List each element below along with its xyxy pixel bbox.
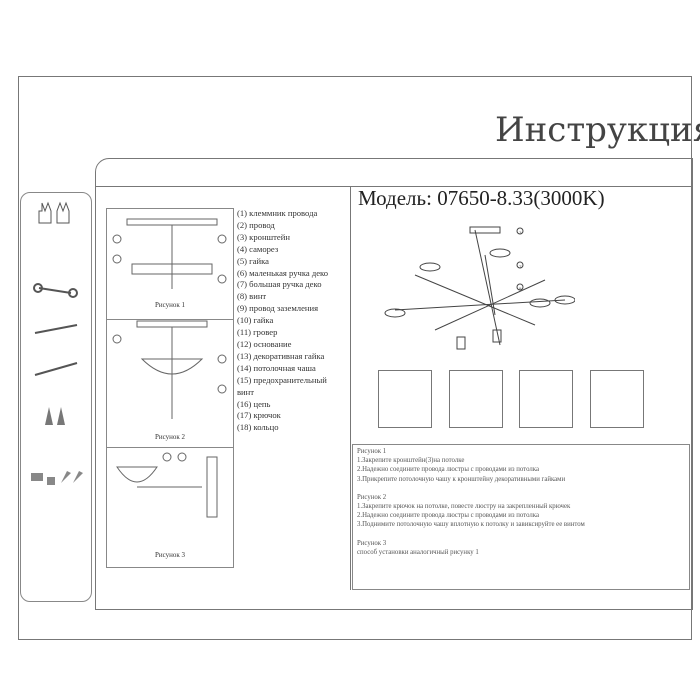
wrench-icon [33, 283, 78, 298]
figure-3-label: Рисунок 3 [154, 551, 186, 559]
instructions-box: Рисунок 1 1.Закрепите кронштейн(3)на пот… [352, 444, 690, 590]
instruction-step: 3.Поднимите потолочную чашу вплотную к п… [357, 521, 585, 529]
page-title: Инструкция [495, 110, 700, 150]
parts-list: (1) клеммник провода (2) провод (3) крон… [237, 208, 328, 434]
instruction-step: 1.Закрепите кронштейн(3)на потолке [357, 457, 465, 465]
divider [95, 186, 691, 187]
instruction-heading: Рисунок 1 [357, 448, 387, 455]
figure-3: Рисунок 3 [107, 447, 233, 567]
thumbnail-4 [590, 370, 644, 428]
part-item: (4) саморез [237, 243, 279, 254]
column-divider [350, 186, 351, 590]
figure-2: Рисунок 2 [107, 319, 233, 448]
figure-1-label: Рисунок 1 [154, 301, 186, 309]
figures-panel: Рисунок 1 Рисунок 2 Рисунок 3 [106, 208, 234, 568]
part-item: (1) клеммник провода [237, 208, 318, 218]
part-item: (15) предохранительный [237, 374, 327, 385]
figure-2-diagram [112, 320, 227, 419]
tools-illustrations [31, 201, 83, 485]
part-item: (6) маленькая ручка деко [237, 267, 329, 278]
thumbnail-3 [519, 370, 573, 428]
part-item: (8) винт [237, 291, 267, 302]
instruction-step: 2.Надежно соедините провода люстры с про… [357, 466, 539, 474]
page-border [18, 76, 692, 640]
part-item: (14) потолочная чаша [237, 362, 316, 373]
part-item: (12) основание [237, 338, 292, 349]
content-panel [95, 158, 693, 610]
thumbnail-1 [378, 370, 432, 428]
part-item: (16) цепь [237, 398, 271, 409]
callout-8: 8 [519, 286, 522, 291]
part-item: (3) кронштейн [237, 231, 290, 242]
part-item: (18) кольцо [237, 422, 279, 433]
instruction-heading: Рисунок 3 [357, 539, 387, 547]
terminal-parts-icon [31, 471, 83, 485]
gloves-icon [38, 201, 70, 224]
part-item: (5) гайка [237, 255, 269, 266]
instruction-step: 1.Закрепите крючок на потолке, повесте л… [357, 503, 571, 511]
figure-2-label: Рисунок 2 [154, 433, 186, 441]
model-title: Модель: 07650-8.33(3000K) [358, 186, 605, 210]
part-item: (17) крючок [237, 410, 281, 421]
instruction-heading: Рисунок 2 [357, 493, 387, 501]
part-item: (2) провод [237, 219, 275, 230]
instruction-step: способ установки аналогичный рисунку 1 [357, 548, 479, 556]
callout-7: 7 [519, 264, 522, 269]
part-item: (9) провод заземления [237, 303, 319, 314]
instruction-step: 2.Надежно соедините провода люстры с про… [357, 512, 539, 520]
tester-screwdriver-icon [34, 362, 78, 376]
figure-1-diagram [112, 218, 227, 289]
instruction-step: 3.Прикрепите потолочную чашу к кронштейн… [357, 475, 566, 483]
chandelier-drawing: 3 7 8 [384, 226, 575, 350]
part-item: винт [237, 386, 255, 397]
thumbnail-2 [449, 370, 503, 428]
tools-column [20, 192, 92, 602]
part-item: (10) гайка [237, 315, 274, 326]
figure-1: Рисунок 1 [107, 209, 233, 320]
part-item: (13) декоративная гайка [237, 350, 325, 361]
figure-3-diagram [116, 452, 218, 518]
part-item: (7) большая ручка деко [237, 279, 322, 290]
screwdriver-icon [34, 324, 78, 334]
anchors-screws-icon [45, 407, 65, 425]
callout-3: 3 [519, 230, 522, 235]
part-item: (11) гровер [237, 327, 278, 338]
